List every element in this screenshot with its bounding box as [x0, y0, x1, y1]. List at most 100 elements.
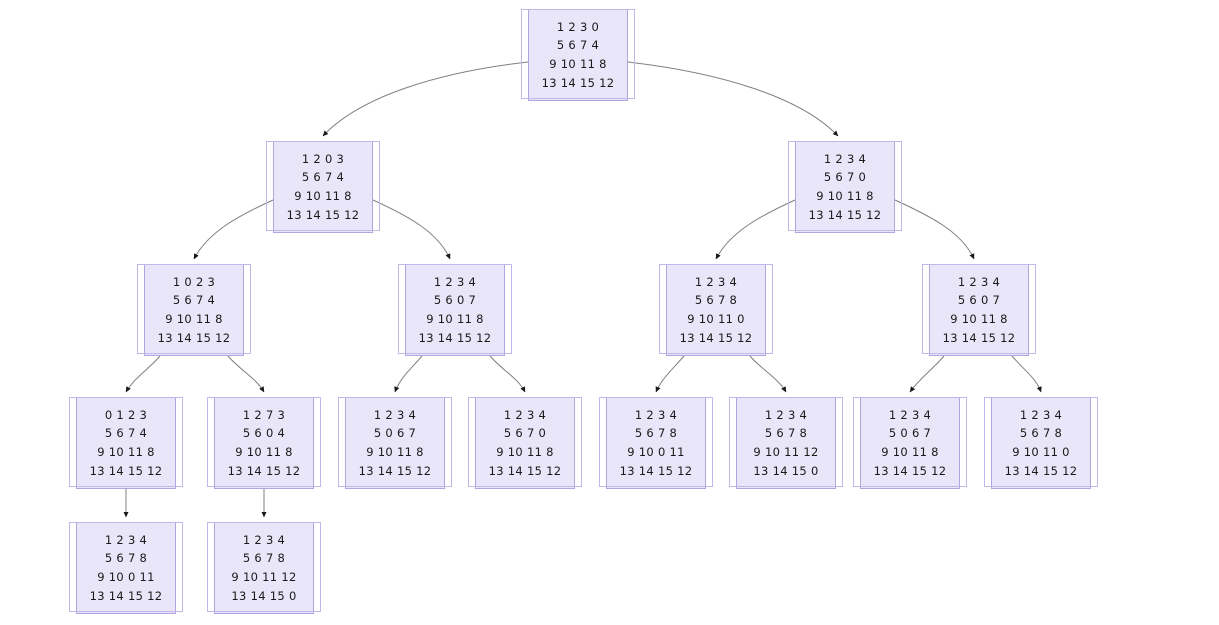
- node-stack-frame: [521, 8, 635, 99]
- tree-edge: [372, 199, 451, 260]
- puzzle-row: 13 14 15 12: [541, 75, 615, 90]
- node-stack-frame: [922, 263, 1036, 354]
- puzzle-row: 1 2 3 0: [556, 19, 600, 34]
- puzzle-row: 1 2 3 4: [373, 407, 417, 422]
- puzzle-row: 9 10 11 8: [549, 57, 607, 71]
- puzzle-row: 13 14 15 12: [286, 207, 360, 222]
- puzzle-row: 1 0 2 3: [172, 274, 216, 289]
- puzzle-row: 9 10 11 0: [687, 312, 745, 326]
- puzzle-row: 1 2 3 4: [433, 274, 477, 289]
- puzzle-row: 1 2 3 4: [764, 407, 808, 422]
- node-stack-frame: [398, 263, 512, 354]
- puzzle-row: 9 10 11 8: [950, 312, 1008, 326]
- puzzle-row: 9 10 0 11: [627, 445, 685, 459]
- puzzle-row: 5 6 7 8: [694, 293, 738, 308]
- puzzle-grid: 1 2 3 4 5 6 7 8 9 10 11 0 13 14 15 12: [680, 273, 753, 348]
- tree-node[interactable]: 1 2 3 4 5 6 7 8 9 10 11 0 13 14 15 12: [659, 263, 773, 356]
- node-stack-frame: [729, 396, 843, 487]
- puzzle-grid: 1 2 3 4 5 6 7 8 9 10 11 0 13 14 15 12: [1005, 406, 1078, 481]
- node-stack-frame: [599, 396, 713, 487]
- node-stack-frame: [659, 263, 773, 354]
- tree-edge: [715, 199, 796, 260]
- puzzle-row: 9 10 11 8: [294, 189, 352, 203]
- node-stack-frame: [853, 396, 967, 487]
- puzzle-row: 13 14 15 12: [679, 330, 753, 345]
- tree-edge: [489, 355, 526, 393]
- node-stack-frame: [137, 263, 251, 354]
- puzzle-row: 13 14 15 12: [808, 207, 882, 222]
- node-stack-frame: [266, 140, 380, 231]
- puzzle-row: 9 10 11 8: [366, 445, 424, 459]
- puzzle-row: 5 6 7 8: [1019, 426, 1063, 441]
- puzzle-row: 9 10 11 0: [1012, 445, 1070, 459]
- tree-edge: [1011, 355, 1042, 393]
- puzzle-row: 5 6 7 8: [242, 551, 286, 566]
- puzzle-row: 0 1 2 3: [104, 407, 148, 422]
- node-stack-frame: [788, 140, 902, 231]
- tree-edge: [655, 355, 685, 393]
- puzzle-row: 13 14 15 12: [89, 588, 163, 603]
- puzzle-row: 1 2 3 4: [104, 532, 148, 547]
- puzzle-row: 5 6 7 4: [301, 170, 345, 185]
- puzzle-row: 1 2 7 3: [242, 407, 286, 422]
- puzzle-row: 1 2 3 4: [242, 532, 286, 547]
- tree-edge: [394, 355, 423, 393]
- tree-edge: [894, 199, 975, 260]
- puzzle-row: 1 2 3 4: [957, 274, 1001, 289]
- puzzle-row: 9 10 11 12: [753, 445, 819, 459]
- node-stack-frame: [984, 396, 1098, 487]
- tree-edge: [749, 355, 787, 393]
- puzzle-row: 13 14 15 12: [619, 463, 693, 478]
- puzzle-row: 5 6 7 0: [823, 170, 867, 185]
- puzzle-row: 1 2 3 4: [823, 151, 867, 166]
- puzzle-row: 13 14 15 12: [1004, 463, 1078, 478]
- puzzle-row: 5 6 7 8: [764, 426, 808, 441]
- tree-edge: [909, 355, 945, 393]
- puzzle-row: 13 14 15 12: [358, 463, 432, 478]
- tree-edge: [125, 355, 161, 393]
- puzzle-row: 9 10 0 11: [97, 570, 155, 584]
- puzzle-row: 13 14 15 12: [157, 330, 231, 345]
- tree-edge: [322, 61, 529, 137]
- puzzle-row: 9 10 11 8: [165, 312, 223, 326]
- puzzle-row: 9 10 11 8: [496, 445, 554, 459]
- puzzle-row: 13 14 15 12: [488, 463, 562, 478]
- puzzle-row: 1 2 3 4: [694, 274, 738, 289]
- puzzle-row: 5 6 7 4: [104, 426, 148, 441]
- tree-edge: [627, 61, 839, 137]
- puzzle-row: 5 0 6 7: [888, 426, 932, 441]
- node-stack-frame: [338, 396, 452, 487]
- puzzle-row: 5 6 0 7: [957, 293, 1001, 308]
- puzzle-row: 9 10 11 8: [235, 445, 293, 459]
- puzzle-row: 1 2 3 4: [1019, 407, 1063, 422]
- node-stack-frame: [69, 521, 183, 612]
- node-stack-frame: [69, 396, 183, 487]
- tree-node[interactable]: 1 2 3 4 5 6 7 8 9 10 11 0 13 14 15 12: [984, 396, 1098, 489]
